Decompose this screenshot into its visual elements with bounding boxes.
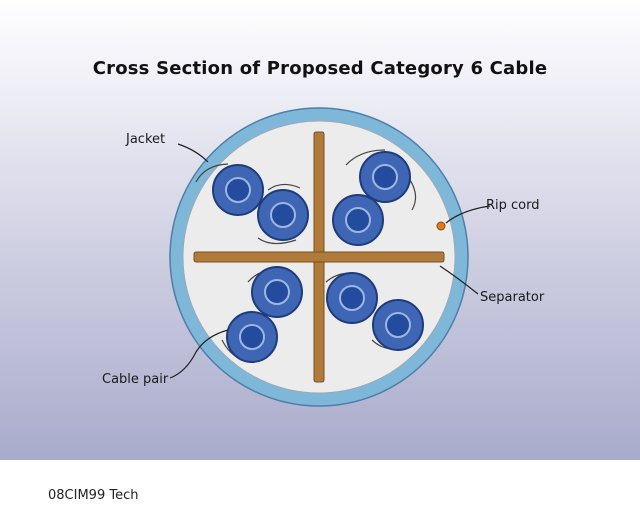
jacket-label: Jacket	[126, 132, 166, 147]
cable-pair-8	[372, 299, 424, 351]
rip-cord	[436, 221, 446, 231]
cable-cross-section	[169, 107, 491, 407]
cable-pair-5	[251, 266, 303, 318]
separator-horizontal	[193, 251, 445, 263]
cable-pair-1	[212, 164, 264, 216]
cable-pair-3	[359, 151, 411, 203]
cable-pair-7	[226, 311, 278, 363]
cable-pair-6	[326, 272, 378, 324]
cable-pair-4	[332, 194, 384, 246]
leader-lines	[169, 143, 491, 379]
cable-pair-label: Cable pair	[102, 372, 169, 387]
diagram-title: Cross Section of Proposed Category 6 Cab…	[92, 58, 548, 79]
rip-cord-label: Rip cord	[486, 198, 540, 213]
cable-pair-2	[257, 189, 309, 241]
separator-label: Separator	[480, 290, 545, 305]
credit-footer: 08CIM99 Tech	[48, 488, 139, 503]
